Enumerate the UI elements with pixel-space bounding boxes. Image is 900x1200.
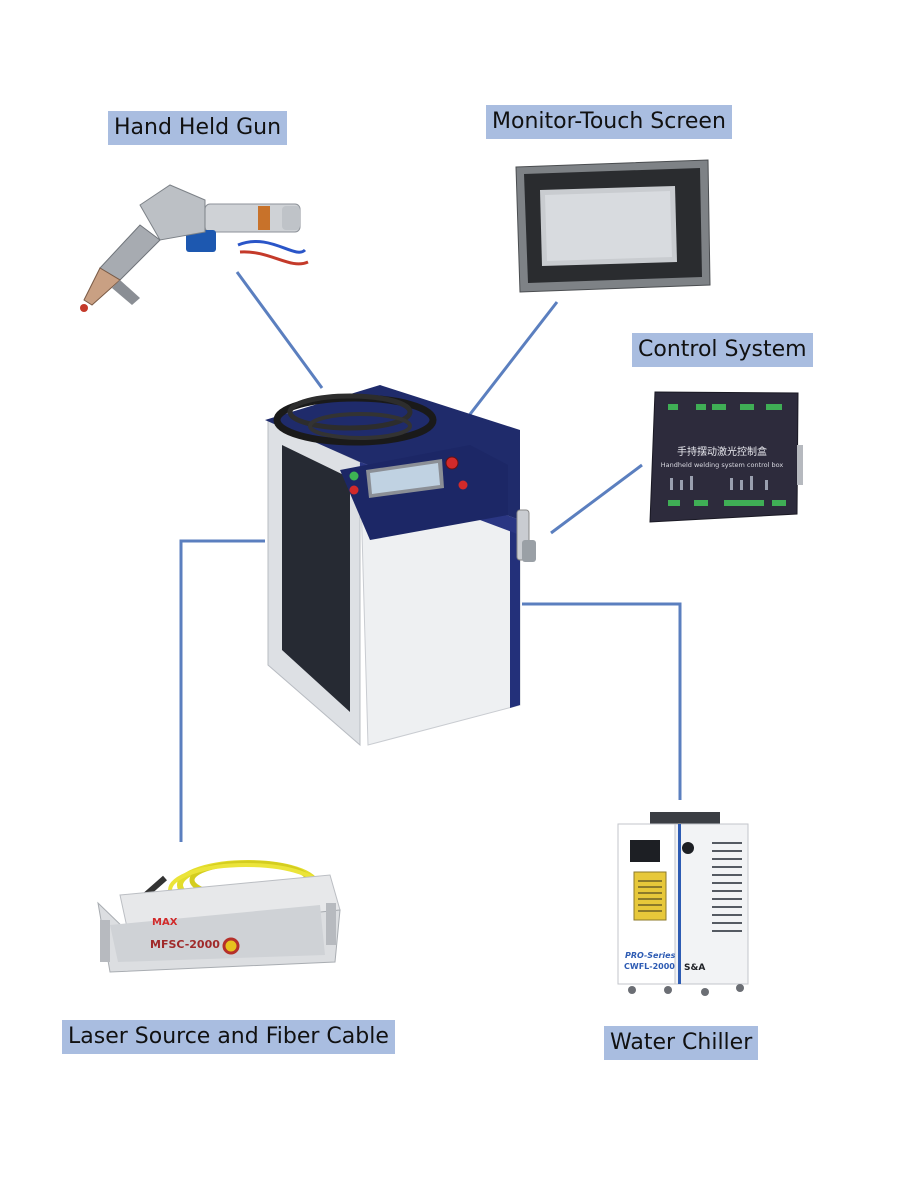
- connector-chiller: [522, 604, 680, 800]
- connector-control: [551, 465, 642, 533]
- hand-held-gun-image: [80, 185, 308, 312]
- control-box-title-cn: 手持摆动激光控制盒: [677, 445, 767, 458]
- monitor-touch-screen-image: [516, 160, 710, 292]
- welding-machine-image: [265, 385, 536, 745]
- laser-brand-text: MAX: [152, 917, 178, 928]
- chiller-series-text: PRO-Series: [625, 951, 676, 960]
- chiller-brand-text: S&A: [684, 963, 705, 973]
- connector-gun: [237, 272, 322, 388]
- control-box-title-en: Handheld welding system control box: [661, 461, 784, 469]
- laser-source-image: [98, 863, 340, 972]
- connector-laser-source: [181, 541, 265, 842]
- chiller-model-text: CWFL-2000: [624, 962, 675, 971]
- laser-model-text: MFSC-2000: [150, 938, 220, 951]
